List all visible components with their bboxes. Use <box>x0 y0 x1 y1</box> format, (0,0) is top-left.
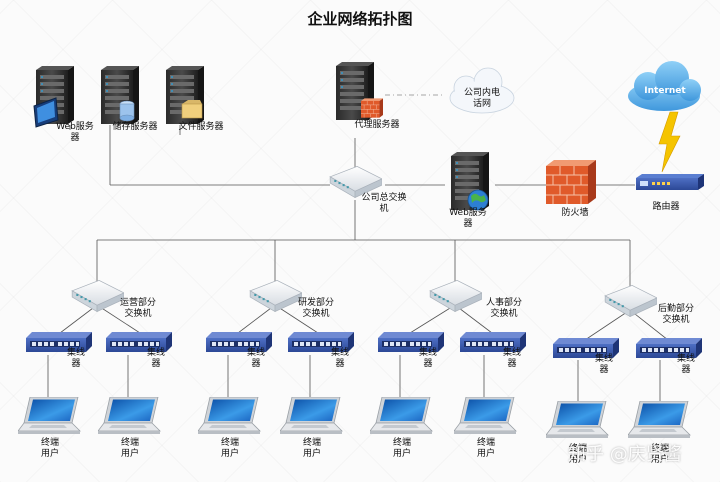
laptop-device-3 <box>198 397 261 435</box>
terminal-label-2: 终端用户 <box>120 438 139 459</box>
web-server-left <box>33 66 74 128</box>
phone-network-cloud <box>449 67 515 114</box>
dept-switch-label-2: 研发部分交换机 <box>297 298 334 319</box>
lightning-icon <box>658 111 681 173</box>
internet-cloud <box>628 61 701 111</box>
hub-label-6: 集线器 <box>502 348 521 369</box>
terminal-label-1: 终端用户 <box>40 438 59 459</box>
terminal-label-3: 终端用户 <box>220 438 239 459</box>
terminal-label-7: 终端用户 <box>568 444 587 465</box>
firewall-label: 防火墙 <box>561 208 589 218</box>
laptop-device-1 <box>18 397 81 435</box>
terminal-label-6: 终端用户 <box>476 438 495 459</box>
terminal-label-5: 终端用户 <box>392 438 411 459</box>
laptop-device-8 <box>628 401 691 439</box>
dept-switch-device-1 <box>71 280 124 312</box>
terminal-label-8: 终端用户 <box>650 444 669 465</box>
terminal-label-4: 终端用户 <box>302 438 321 459</box>
dept-switch-label-3: 人事部分交换机 <box>485 298 522 319</box>
hub-label-8: 集线器 <box>676 354 695 375</box>
proxy-server <box>336 62 383 120</box>
hub-label-2: 集线器 <box>146 348 165 369</box>
internet-label: Internet <box>644 86 686 96</box>
laptop-device-2 <box>98 397 161 435</box>
router-device <box>636 174 704 190</box>
dept-switch-label-4: 后勤部分交换机 <box>657 304 694 325</box>
laptop-device-5 <box>370 397 433 435</box>
page-title: 企业网络拓扑图 <box>307 10 413 28</box>
router-label: 路由器 <box>652 202 680 212</box>
laptop-device-6 <box>454 397 517 435</box>
laptop-device-4 <box>280 397 343 435</box>
hub-label-5: 集线器 <box>418 348 437 369</box>
hub-label-1: 集线器 <box>66 348 85 369</box>
web-server-left-label: Web服务器 <box>56 122 94 143</box>
firewall-device <box>546 160 596 204</box>
dept-switch-device-3 <box>429 280 482 312</box>
watermark: 知乎 @庆贤酱 <box>568 444 682 465</box>
file-server-label: 文件服务器 <box>178 122 224 132</box>
core-switch-label: 公司总交换机 <box>361 193 407 214</box>
dept-switch-device-4 <box>604 285 657 317</box>
connection-lines <box>47 125 669 402</box>
hub-label-4: 集线器 <box>330 348 349 369</box>
hub-label-7: 集线器 <box>594 354 613 375</box>
dept-switch-device-2 <box>249 280 302 312</box>
web-server-right <box>451 152 489 211</box>
hub-label-3: 集线器 <box>246 348 265 369</box>
storage-server <box>101 66 139 124</box>
dept-switch-label-1: 运营部分交换机 <box>119 298 156 319</box>
laptop-device-7 <box>546 401 609 439</box>
storage-server-label: 储存服务器 <box>112 122 158 132</box>
web-server-right-label: Web服务器 <box>449 208 487 229</box>
phone-network-label: 公司内电话网 <box>463 88 500 109</box>
file-server <box>166 66 204 124</box>
proxy-server-label: 代理服务器 <box>354 120 400 130</box>
